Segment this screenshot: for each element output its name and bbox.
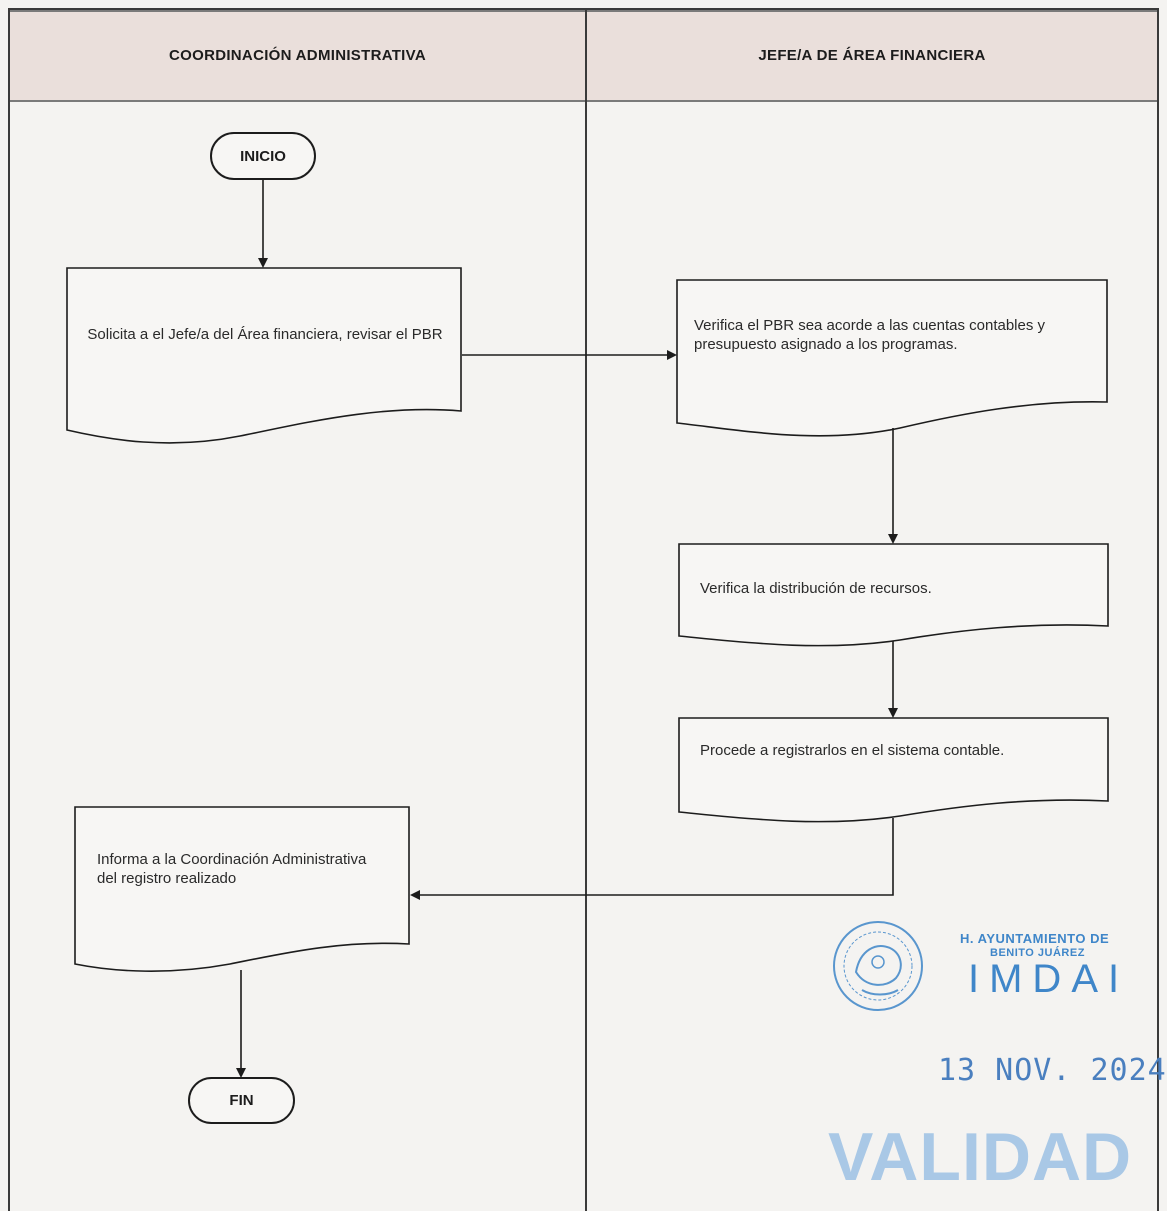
diagram-frame xyxy=(8,8,1159,1211)
stamp-organization-line2: BENITO JUÁREZ xyxy=(990,947,1085,959)
step-verify-pbr-document xyxy=(676,279,1108,437)
step-verify-distribution-text: Verifica la distribución de recursos. xyxy=(700,580,932,597)
stamp-acronym: IMDAI xyxy=(968,957,1130,1001)
lane-title-left: COORDINACIÓN ADMINISTRATIVA xyxy=(169,46,426,64)
lane-header-jefe-financiera: JEFE/A DE ÁREA FINANCIERA xyxy=(587,10,1157,100)
start-label: INICIO xyxy=(240,147,286,165)
end-terminal xyxy=(188,1077,295,1124)
stamp-organization-line1: H. AYUNTAMIENTO DE xyxy=(960,931,1110,946)
lane-title-right: JEFE/A DE ÁREA FINANCIERA xyxy=(758,46,986,64)
step-verify-distribution-document xyxy=(678,543,1109,647)
arrow-register-to-inform xyxy=(410,818,894,900)
step-inform-document xyxy=(74,806,410,972)
end-label: FIN xyxy=(229,1092,254,1109)
step-request-document xyxy=(66,267,462,444)
step-inform-text: Informa a la Coordinación Administrativa… xyxy=(97,851,367,887)
start-terminal xyxy=(210,132,316,180)
stamp-date: 13 NOV. 2024 xyxy=(938,1053,1167,1088)
stamp-status: VALIDAD xyxy=(828,1119,1133,1195)
step-request-text: Solicita a el Jefe/a del Área financiera… xyxy=(87,326,443,343)
step-register-document xyxy=(678,717,1109,823)
step-register-text: Procede a registrarlos en el sistema con… xyxy=(700,742,1005,759)
step-verify-pbr-text: Verifica el PBR sea acorde a las cuentas… xyxy=(694,317,1046,353)
coat-of-arms-seal-icon xyxy=(833,921,923,1011)
header-bottom-border xyxy=(10,100,1157,102)
lane-header-coordinacion: COORDINACIÓN ADMINISTRATIVA xyxy=(10,10,585,100)
header-top-border xyxy=(10,10,1157,12)
lane-divider xyxy=(585,10,587,1211)
